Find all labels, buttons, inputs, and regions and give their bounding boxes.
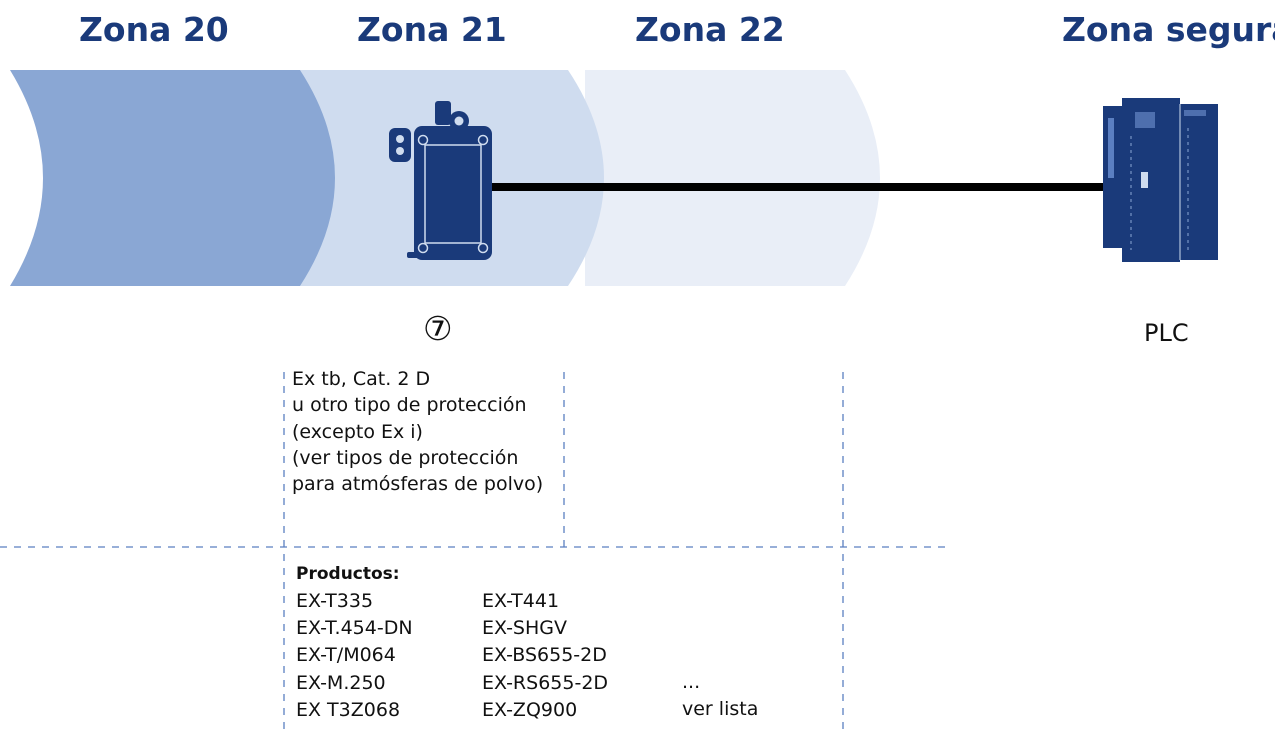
- dashed-grid: [0, 372, 945, 731]
- product-item: EX T3Z068: [296, 698, 401, 721]
- plc-icon: [1103, 98, 1218, 262]
- product-column-2: EX-T441 EX-SHGV EX-BS655-2D EX-RS655-2D …: [482, 588, 608, 724]
- description-line: (excepto Ex i): [292, 420, 423, 443]
- see-list-link[interactable]: ver lista: [682, 698, 759, 721]
- product-item: EX-T335: [296, 590, 374, 612]
- zone-22-band: [585, 70, 880, 286]
- device-number-badge: ⑦: [423, 309, 453, 348]
- product-item: EX-T/M064: [296, 644, 396, 667]
- zone-title-safe: Zona segura: [1062, 10, 1275, 49]
- product-column-3: ... ver lista: [682, 669, 758, 723]
- zone-title-22: Zona 22: [635, 10, 785, 49]
- description-line: (ver tipos de protección: [292, 446, 519, 469]
- description-line: para atmósferas de polvo): [292, 473, 544, 496]
- plc-label: PLC: [1144, 319, 1189, 347]
- product-item: EX-ZQ900: [482, 698, 578, 721]
- product-item: EX-SHGV: [482, 617, 567, 640]
- product-item: EX-M.250: [296, 671, 386, 694]
- products-heading: Productos:: [296, 564, 400, 584]
- protection-description: Ex tb, Cat. 2 D u otro tipo de protecció…: [292, 366, 543, 497]
- zone-title-20: Zona 20: [79, 10, 229, 49]
- zone-20-band: [10, 70, 335, 286]
- description-line: u otro tipo de protección: [292, 394, 527, 417]
- product-column-1: EX-T335 EX-T.454-DN EX-T/M064 EX-M.250 E…: [296, 588, 413, 724]
- zone-title-21: Zona 21: [357, 10, 507, 49]
- product-item: EX-BS655-2D: [482, 644, 607, 667]
- product-item: EX-T.454-DN: [296, 617, 413, 640]
- description-line: Ex tb, Cat. 2 D: [292, 368, 431, 390]
- limit-switch-icon: [389, 101, 492, 260]
- product-more: ...: [682, 671, 701, 693]
- product-item: EX-T441: [482, 590, 560, 612]
- product-item: EX-RS655-2D: [482, 671, 609, 694]
